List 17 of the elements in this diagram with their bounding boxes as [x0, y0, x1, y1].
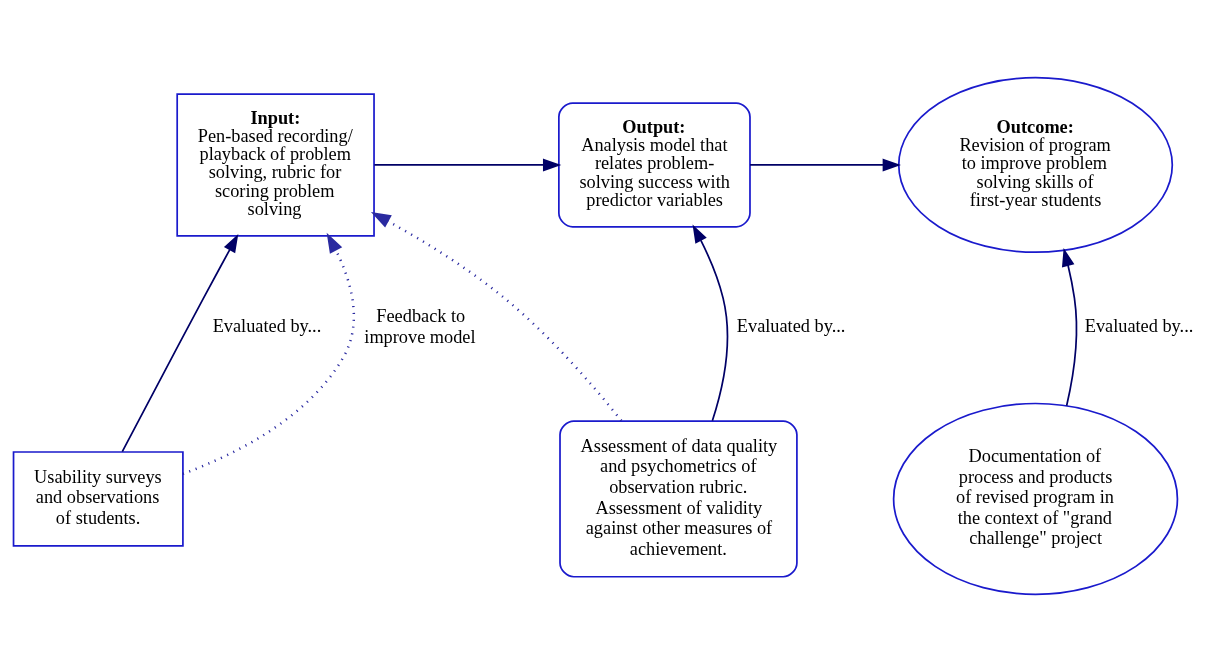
arrow — [182, 232, 356, 475]
edge-label: Evaluated by... — [736, 315, 846, 336]
arrow — [373, 158, 562, 171]
node-ellipse: Documentation of process and products of revised program in the context of "grand challenge" project — [892, 402, 1179, 595]
arrow — [749, 158, 901, 171]
edge-label: Evaluated by... — [212, 315, 322, 336]
arrow — [370, 211, 623, 422]
node-ellipse: Outcome: Revision of program to improve problem solving skills of first-year students — [897, 76, 1174, 253]
edge-label: Evaluated by... — [1084, 315, 1194, 336]
arrow — [1061, 247, 1078, 407]
node-box: Assessment of data quality and psychometrics of observation rubric. Assessment of validity against other measures of achievement. — [559, 419, 798, 578]
node-box: Input: Pen-based recording/ playback of problem solving, rubric for scoring problem solving — [176, 92, 375, 237]
node-box: Output: Analysis model that relates problem-solving success with predictor variables — [558, 101, 751, 228]
node-box: Usability surveys and observations of students. — [12, 450, 184, 547]
arrow — [692, 224, 729, 422]
arrow — [121, 233, 239, 453]
edge-label: Feedback to improve model — [364, 305, 476, 347]
